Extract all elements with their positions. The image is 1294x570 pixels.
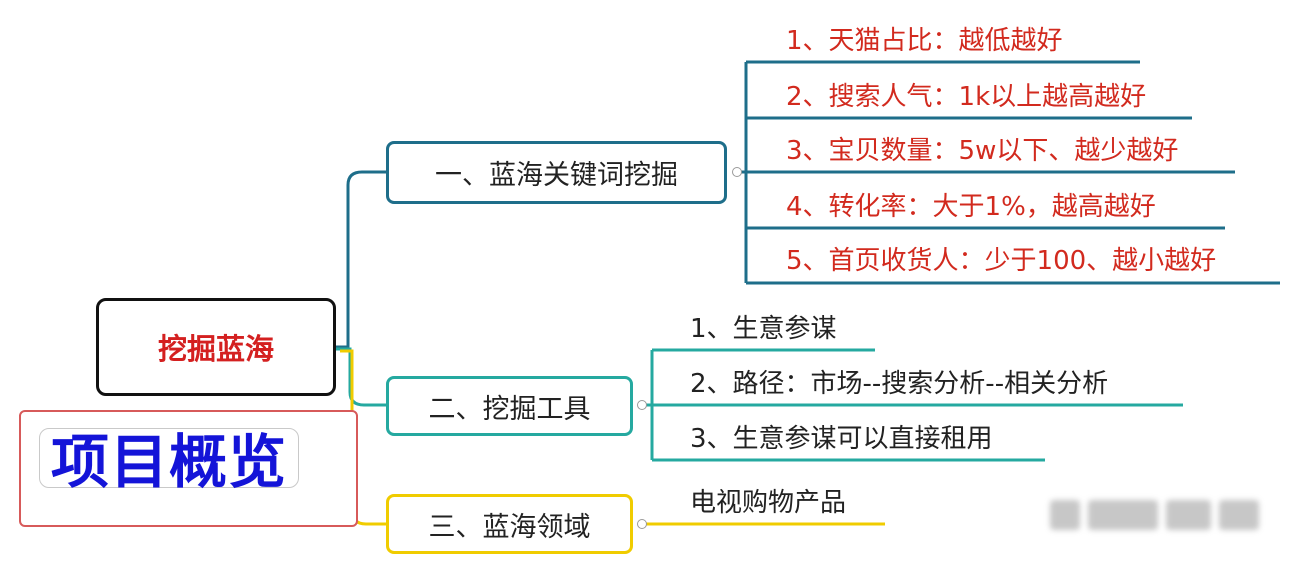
collapse-toggle-icon[interactable] [732,167,742,177]
leaf-homepage-buyers[interactable]: 5、首页收货人：少于100、越小越好 [786,246,1217,276]
root-node[interactable]: 挖掘蓝海 [96,298,336,396]
leaf-rent-advisor[interactable]: 3、生意参谋可以直接租用 [690,424,993,454]
leaf-tmall-ratio[interactable]: 1、天猫占比：越低越好 [786,26,1063,56]
leaf-business-advisor[interactable]: 1、生意参谋 [690,314,837,344]
branch-node-blue-ocean-field[interactable]: 三、蓝海领域 [386,494,633,554]
overview-title: 项目概览 [51,428,288,496]
collapse-toggle-icon[interactable] [637,400,647,410]
leaf-search-popularity[interactable]: 2、搜索人气：1k以上越高越好 [786,82,1147,112]
branch-node-keyword-mining[interactable]: 一、蓝海关键词挖掘 [386,141,727,204]
blurred-watermark [1050,500,1280,546]
project-overview-panel: 项目概览 [19,410,358,527]
branch1-leaf-lines [737,60,1280,285]
connector-root-branch2 [336,347,386,407]
leaf-item-count[interactable]: 3、宝贝数量：5w以下、越少越好 [786,136,1179,166]
branch2-leaf-lines [642,348,1183,462]
connector-root-branch1 [336,170,386,349]
collapse-toggle-icon[interactable] [637,519,647,529]
leaf-path[interactable]: 2、路径：市场--搜索分析--相关分析 [690,369,1109,399]
branch-node-mining-tools[interactable]: 二、挖掘工具 [386,376,633,436]
overview-title-frame [39,428,299,488]
leaf-conversion-rate[interactable]: 4、转化率：大于1%，越高越好 [786,192,1156,222]
leaf-tv-shopping-products[interactable]: 电视购物产品 [690,488,847,518]
